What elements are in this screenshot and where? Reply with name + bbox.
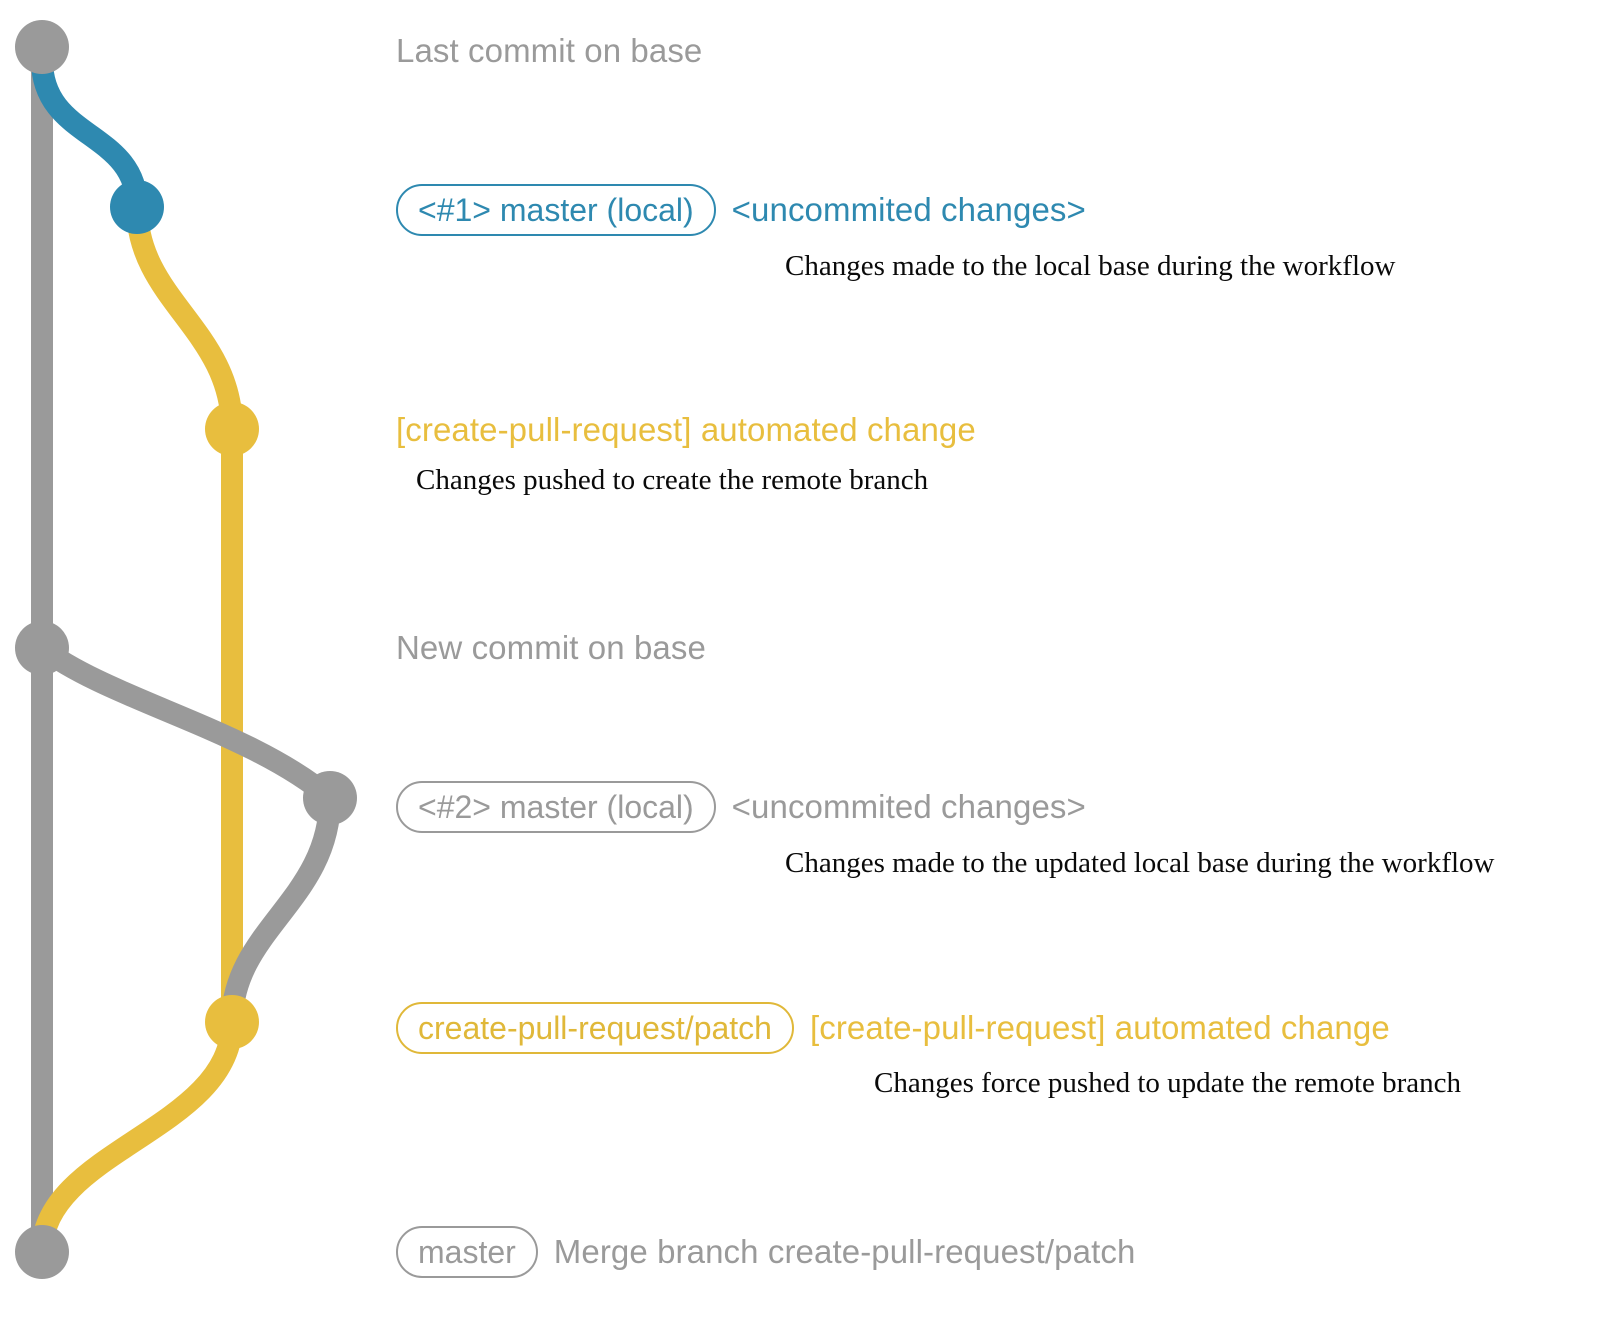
commit-graph-svg <box>15 20 357 1279</box>
headline-merge-commit: Merge branch create-pull-request/patch <box>553 1233 1136 1270</box>
edge-base-to-local-2 <box>31 637 341 809</box>
node-master-local-1[interactable] <box>110 180 164 234</box>
edge-local-2-to-patch-2 <box>221 787 341 1033</box>
description-master-local-2: Changes made to the updated local base d… <box>785 847 1495 879</box>
node-master-local-2[interactable] <box>303 771 357 825</box>
node-merge-commit[interactable] <box>15 1225 69 1279</box>
entry-merge-commit: master Merge branch create-pull-request/… <box>396 1226 1135 1278</box>
badge-master[interactable]: master <box>396 1226 538 1278</box>
entry-automated-change-2: create-pull-request/patch [create-pull-r… <box>396 1002 1461 1100</box>
headline-new-commit-on-base: New commit on base <box>396 629 706 666</box>
node-automated-change-2[interactable] <box>205 995 259 1049</box>
entry-last-commit-on-base: Last commit on base <box>396 32 702 70</box>
entry-master-local-1: <#1> master (local) <uncommited changes>… <box>396 184 1395 283</box>
badge-create-pull-request-patch[interactable]: create-pull-request/patch <box>396 1002 794 1054</box>
node-new-commit-on-base[interactable] <box>15 621 69 675</box>
edge-patch-2-to-merge <box>31 1011 243 1263</box>
description-automated-change-1: Changes pushed to create the remote bran… <box>416 464 929 496</box>
description-automated-change-2: Changes force pushed to update the remot… <box>874 1067 1462 1099</box>
headline-last-commit-on-base: Last commit on base <box>396 32 703 69</box>
headline-automated-change-2: [create-pull-request] automated change <box>809 1009 1390 1046</box>
headline-master-local-1: <uncommited changes> <box>731 191 1086 228</box>
entry-new-commit-on-base: New commit on base <box>396 629 706 667</box>
headline-master-local-2: <uncommited changes> <box>731 788 1086 825</box>
edge-local-1-to-patch-1 <box>126 196 243 440</box>
node-last-commit-on-base[interactable] <box>15 20 69 74</box>
node-automated-change-1[interactable] <box>205 402 259 456</box>
badge-master-local-2[interactable]: <#2> master (local) <box>396 781 716 833</box>
description-master-local-1: Changes made to the local base during th… <box>785 250 1396 282</box>
entry-automated-change-1: [create-pull-request] automated change C… <box>396 411 976 497</box>
badge-master-local-1[interactable]: <#1> master (local) <box>396 184 716 236</box>
entry-master-local-2: <#2> master (local) <uncommited changes>… <box>396 781 1495 880</box>
headline-automated-change-1: [create-pull-request] automated change <box>396 411 976 448</box>
